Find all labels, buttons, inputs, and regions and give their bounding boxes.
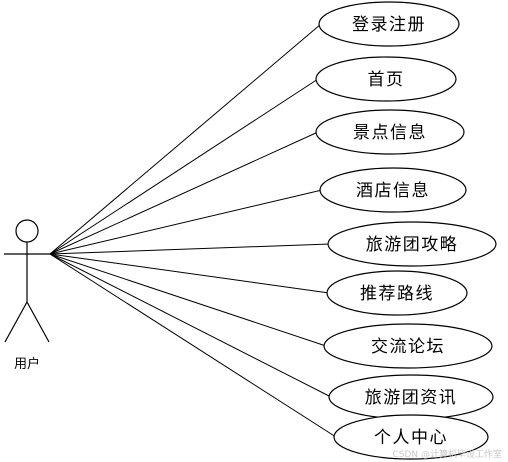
use-case-node: 推荐路线 (326, 270, 468, 316)
association-line (49, 253, 327, 347)
association-lines (49, 23, 337, 438)
watermark: CSDN @计算机毕设工作室 (392, 450, 502, 460)
use-case-label: 旅游团攻略 (366, 235, 459, 255)
use-case-label: 旅游团资讯 (365, 388, 458, 408)
use-case-label: 交流论坛 (371, 337, 445, 357)
use-case-ellipse (327, 221, 497, 267)
use-case-label: 推荐路线 (360, 284, 434, 304)
use-case-node: 旅游团资讯 (328, 374, 494, 420)
association-line (49, 253, 332, 398)
association-line (49, 253, 330, 294)
use-case-node: 个人中心 (333, 414, 489, 460)
actor-label: 用户 (14, 356, 40, 372)
use-case-ellipse (318, 1, 460, 47)
use-case-node: 旅游团攻略 (327, 221, 497, 267)
use-case-ellipse (315, 109, 465, 155)
use-case-ellipse (323, 323, 493, 369)
use-case-node: 登录注册 (318, 1, 460, 47)
use-case-node: 景点信息 (315, 109, 465, 155)
use-case-ellipse (319, 167, 467, 213)
use-case-label: 酒店信息 (356, 181, 430, 201)
association-line (49, 189, 323, 255)
association-line (49, 23, 322, 255)
actor-user: 用户 (4, 219, 50, 372)
use-case-ellipse (315, 56, 457, 102)
association-line (49, 253, 337, 438)
use-case-node: 交流论坛 (323, 323, 493, 369)
use-case-node: 酒店信息 (319, 167, 467, 213)
actor-left-leg (4, 301, 28, 343)
association-line (49, 243, 331, 255)
use-case-label: 景点信息 (353, 123, 427, 143)
use-case-label: 登录注册 (352, 15, 426, 35)
association-line (49, 131, 319, 255)
use-case-label: 个人中心 (374, 428, 448, 448)
use-case-label: 首页 (368, 70, 405, 90)
actor-right-leg (26, 301, 50, 343)
use-case-ellipse (326, 270, 468, 316)
use-case-node: 首页 (315, 56, 457, 102)
actor-head (15, 219, 39, 243)
association-line (49, 78, 319, 255)
use-case-ellipse (333, 414, 489, 460)
